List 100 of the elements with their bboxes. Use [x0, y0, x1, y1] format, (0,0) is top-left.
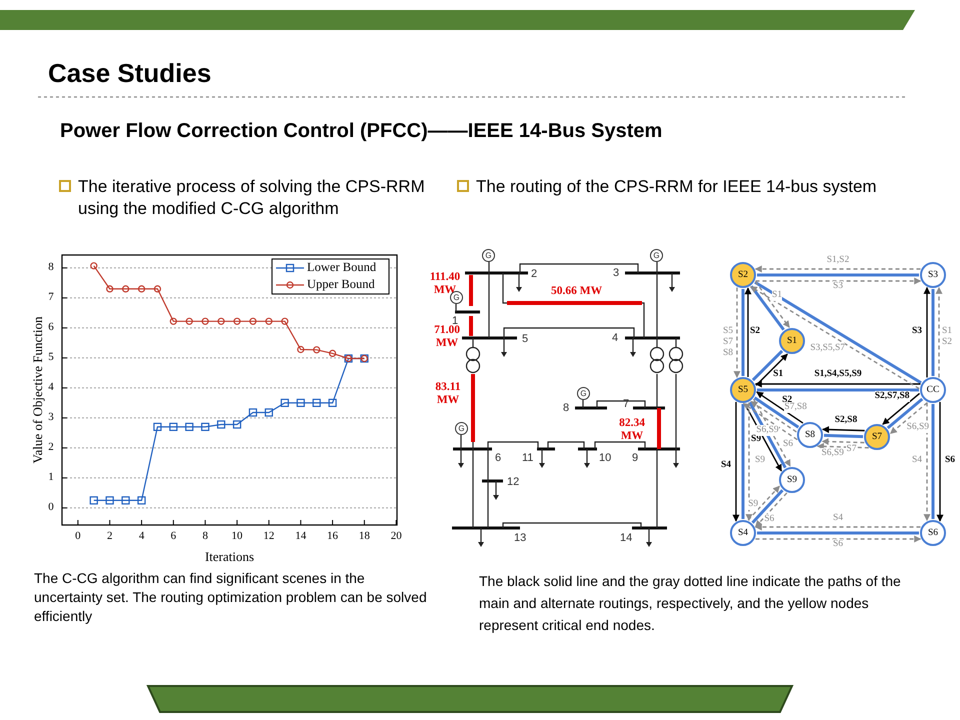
tick-label: 20	[390, 530, 403, 542]
tick-label: 4	[138, 530, 146, 542]
point	[232, 420, 242, 429]
tick-label: 2	[47, 440, 55, 453]
point	[169, 422, 178, 431]
point	[202, 318, 209, 325]
link-line	[824, 434, 864, 438]
link-line	[742, 289, 744, 376]
tick-label: 1	[47, 470, 55, 483]
point	[90, 496, 98, 504]
point	[122, 496, 130, 504]
generator-symbol: G	[577, 387, 590, 400]
bus-number: 3	[613, 267, 620, 279]
tick-label: 10	[230, 530, 244, 542]
point	[297, 346, 304, 354]
point	[186, 318, 193, 325]
link-line	[748, 402, 787, 468]
bus-number: 11	[522, 452, 534, 464]
arrow	[816, 442, 869, 450]
tick-label: 14	[294, 530, 308, 542]
bus-number: 2	[531, 268, 538, 280]
arrow	[924, 402, 930, 522]
arrow	[754, 380, 920, 388]
network-node: S4	[730, 520, 756, 546]
arrow	[754, 524, 920, 530]
point	[217, 420, 226, 429]
generator-symbol: G	[482, 249, 495, 262]
tick-label: 7	[47, 290, 55, 303]
generator-symbol: G	[650, 249, 663, 262]
link-line	[750, 285, 785, 331]
arrow	[822, 438, 864, 446]
point	[218, 318, 225, 325]
bus-number: 7	[623, 398, 630, 410]
arrow	[746, 402, 752, 522]
point	[90, 262, 98, 270]
link-line	[886, 398, 924, 430]
network-node: S6	[920, 520, 946, 546]
network-node: S1	[779, 328, 805, 354]
generator-symbol: G	[455, 422, 468, 435]
tick-label: 12	[262, 530, 276, 542]
tick-label: 0	[74, 530, 82, 542]
bus-number: 10	[599, 452, 612, 464]
arrow	[734, 288, 740, 378]
bus-number: 9	[632, 452, 640, 464]
point	[313, 346, 320, 354]
tick-label: 6	[170, 530, 178, 542]
point	[106, 496, 114, 504]
tick-label: 5	[47, 350, 55, 363]
network-node: S9	[779, 467, 805, 493]
point	[280, 398, 289, 407]
point	[264, 408, 273, 417]
link-line	[757, 388, 919, 392]
point	[185, 422, 194, 431]
power-flow-value: 71.00 MW	[433, 324, 461, 350]
point	[201, 422, 210, 431]
arrow	[936, 402, 944, 522]
arrow	[924, 286, 930, 378]
tick-label: 8	[47, 260, 55, 273]
network-node: CC	[920, 377, 946, 403]
link-line	[742, 404, 744, 519]
tick-label: 0	[47, 500, 55, 513]
network-node: S7	[864, 424, 890, 450]
arrow	[744, 287, 752, 377]
point	[122, 285, 130, 292]
point	[328, 350, 336, 357]
arrow	[936, 286, 942, 378]
tick-label: 4	[47, 380, 55, 393]
generator-symbol: G	[450, 291, 463, 304]
point	[312, 398, 321, 407]
legend-text: Lower Bound	[307, 260, 378, 275]
axis-title: Iterations	[204, 549, 256, 565]
caption-text: The C-CG algorithm can find significant scenes in the uncertainty set. The routing optimization problem can be solved efficiently	[34, 569, 428, 626]
power-flow-value: 50.66 MW	[551, 285, 604, 298]
bus-number: 4	[612, 332, 620, 344]
point	[248, 408, 258, 417]
axis-title: Value of Objective Function	[30, 316, 46, 466]
point	[154, 285, 162, 292]
arrow	[732, 402, 740, 522]
point	[249, 318, 257, 325]
arrow	[754, 266, 920, 272]
point	[296, 398, 305, 407]
tick-label: 18	[358, 530, 371, 542]
arrow	[882, 392, 920, 425]
link-line	[932, 404, 934, 519]
point	[281, 318, 288, 325]
arrow	[756, 354, 788, 386]
bus-number: 8	[563, 402, 570, 414]
network-node: S8	[797, 422, 823, 448]
bus-number: 13	[514, 532, 528, 544]
bullet-text: The iterative process of solving the CPS-RRM using the modified C-CG algorithm	[78, 176, 426, 220]
legend-text: Upper Bound	[307, 277, 376, 292]
power-flow-value: 82.34 MW	[618, 417, 646, 443]
arrow	[753, 398, 791, 467]
point	[153, 422, 162, 431]
bus-number: 14	[620, 532, 634, 544]
bullet-text: The routing of the CPS-RRM for IEEE 14-bus system	[476, 176, 878, 198]
point	[233, 318, 241, 325]
link-line	[752, 350, 784, 382]
tick-label: 16	[326, 530, 340, 542]
network-node: S5	[730, 377, 756, 403]
